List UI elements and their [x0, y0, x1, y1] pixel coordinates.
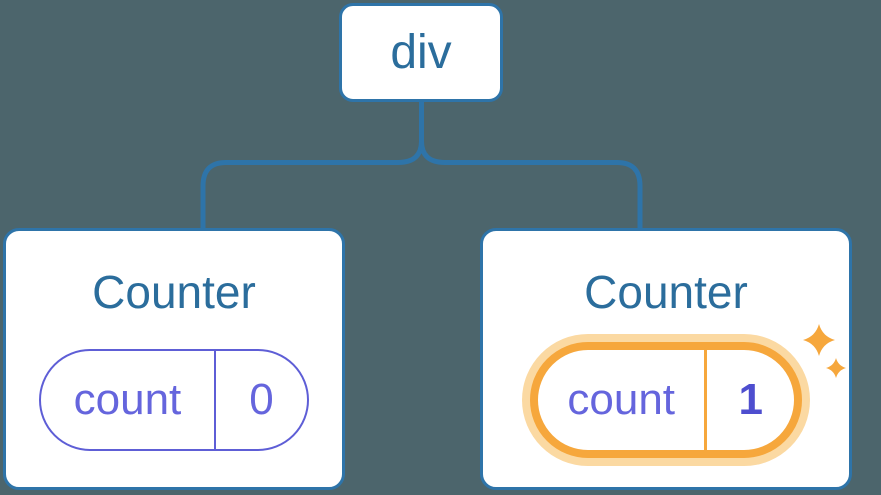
connector-right-branch [419, 102, 643, 229]
connector-left-branch [200, 102, 424, 229]
state-key-label: count [567, 374, 676, 424]
component-title: Counter [92, 266, 256, 318]
state-key-label: count [73, 374, 182, 424]
component-title: Counter [584, 266, 748, 318]
state-pill-highlighted: count 1 [530, 341, 802, 458]
counter-card-right: Counter count 1 [480, 228, 852, 490]
state-pill: count 0 [39, 348, 309, 451]
root-node-label: div [390, 26, 452, 79]
sparkle-large [803, 324, 835, 356]
state-value: 1 [704, 349, 794, 450]
root-node-div: div [339, 3, 503, 102]
state-value: 0 [213, 350, 307, 449]
sparkle-small [826, 358, 846, 378]
counter-card-left: Counter count 0 [3, 228, 345, 490]
